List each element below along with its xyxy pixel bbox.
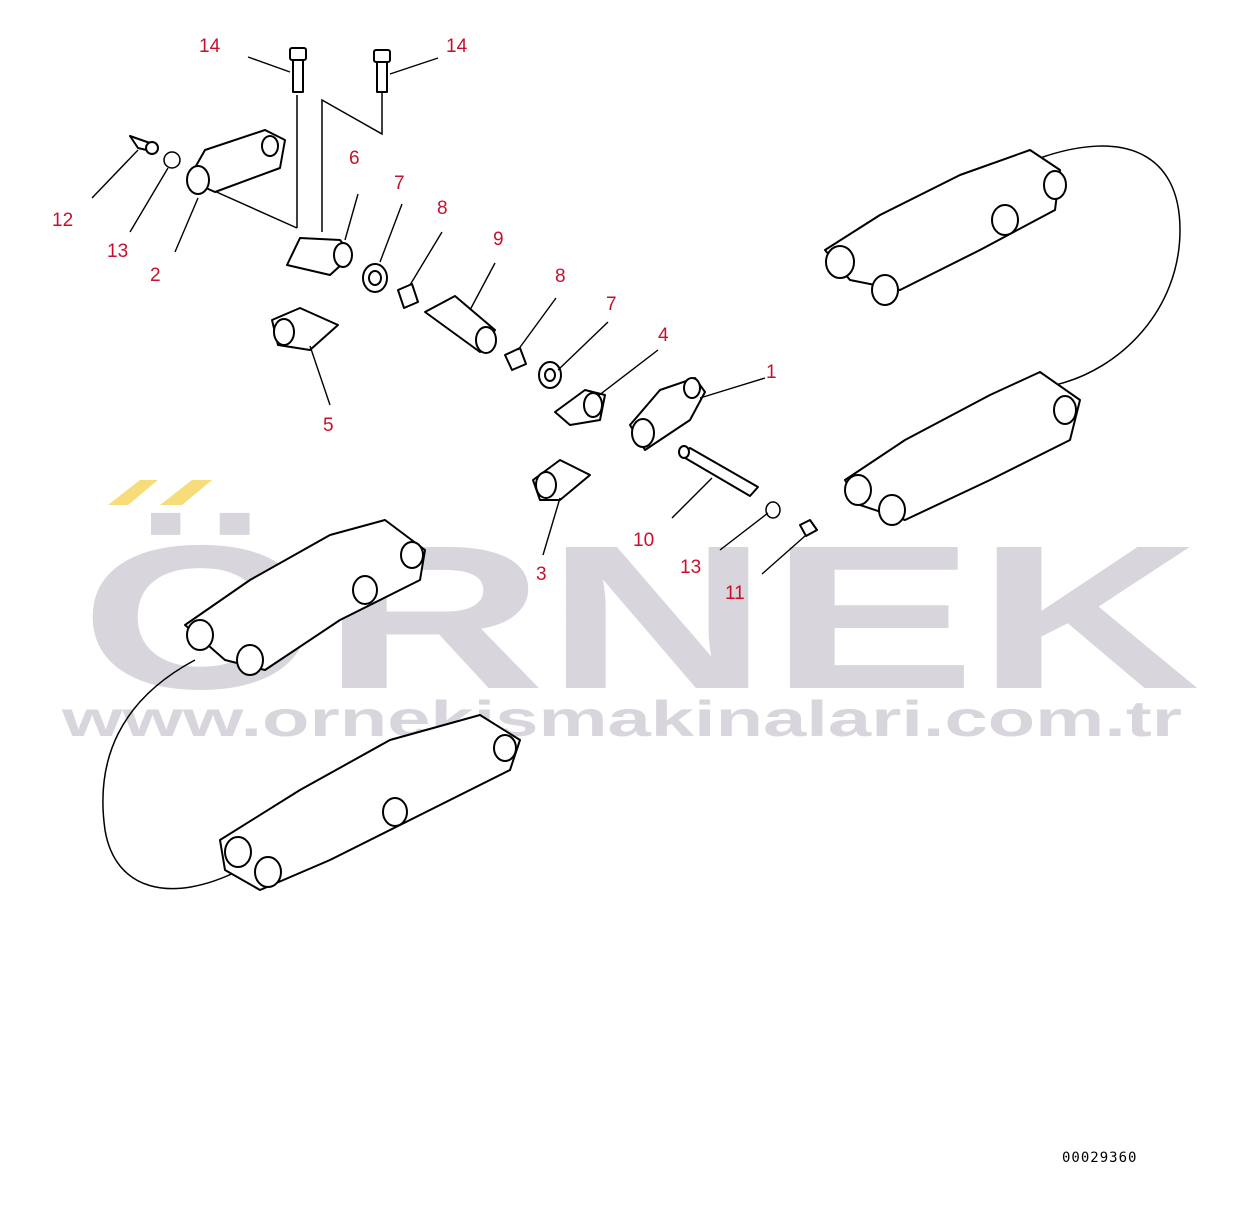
chain-assembly-left [184, 519, 426, 676]
watermark-accent-right [160, 480, 212, 505]
callout-8-right: 8 [555, 266, 566, 287]
chain-assembly-middle-right [844, 371, 1081, 526]
callout-3: 3 [536, 564, 547, 585]
chain-assembly-upper-right [824, 149, 1067, 306]
chain-assembly-lower [219, 714, 521, 891]
drawing-code: 00029360 [1062, 1150, 1137, 1166]
seal-7-left [362, 263, 388, 293]
half-link-4 [554, 389, 606, 426]
assembly-guides [102, 92, 1181, 890]
bolt-right [373, 49, 391, 93]
callout-12: 12 [52, 210, 73, 231]
seal-7-right [538, 361, 562, 389]
callout-5: 5 [323, 415, 334, 436]
callout-14-left: 14 [199, 36, 221, 57]
half-link-3 [532, 459, 591, 501]
bushing-8-right [504, 347, 527, 371]
callout-7-right: 7 [606, 294, 617, 315]
callout-4: 4 [658, 325, 669, 346]
callout-7-left: 7 [394, 173, 405, 194]
callout-9: 9 [493, 229, 504, 250]
callout-13-top: 13 [107, 241, 128, 262]
callout-1: 1 [766, 362, 777, 383]
bolt-left [289, 47, 307, 93]
shoe-plate-6 [286, 237, 353, 276]
callout-13-bottom: 13 [680, 557, 701, 578]
pin-12 [129, 135, 159, 155]
callout-14-right: 14 [446, 36, 468, 57]
link-1 [629, 377, 706, 451]
watermark-url: www.ornekismakinalari.com.tr [60, 691, 1182, 747]
callout-10: 10 [633, 530, 654, 551]
callout-8-left: 8 [437, 198, 448, 219]
ring-13-bottom [765, 501, 781, 519]
callout-6: 6 [349, 148, 360, 169]
watermark-accent-left [108, 480, 158, 505]
link-2 [186, 129, 286, 195]
callouts: 14 14 6 7 8 9 8 7 4 1 12 13 2 5 3 10 13 … [52, 36, 777, 604]
bushing-9 [424, 295, 497, 354]
callout-2: 2 [150, 265, 161, 286]
ring-13-top [163, 151, 181, 169]
bushing-8-left [397, 283, 419, 309]
callout-11: 11 [725, 583, 745, 604]
leader-lines [91, 56, 806, 575]
pin-11 [799, 519, 818, 537]
half-link-5 [271, 307, 339, 351]
master-pin-10 [678, 445, 759, 497]
